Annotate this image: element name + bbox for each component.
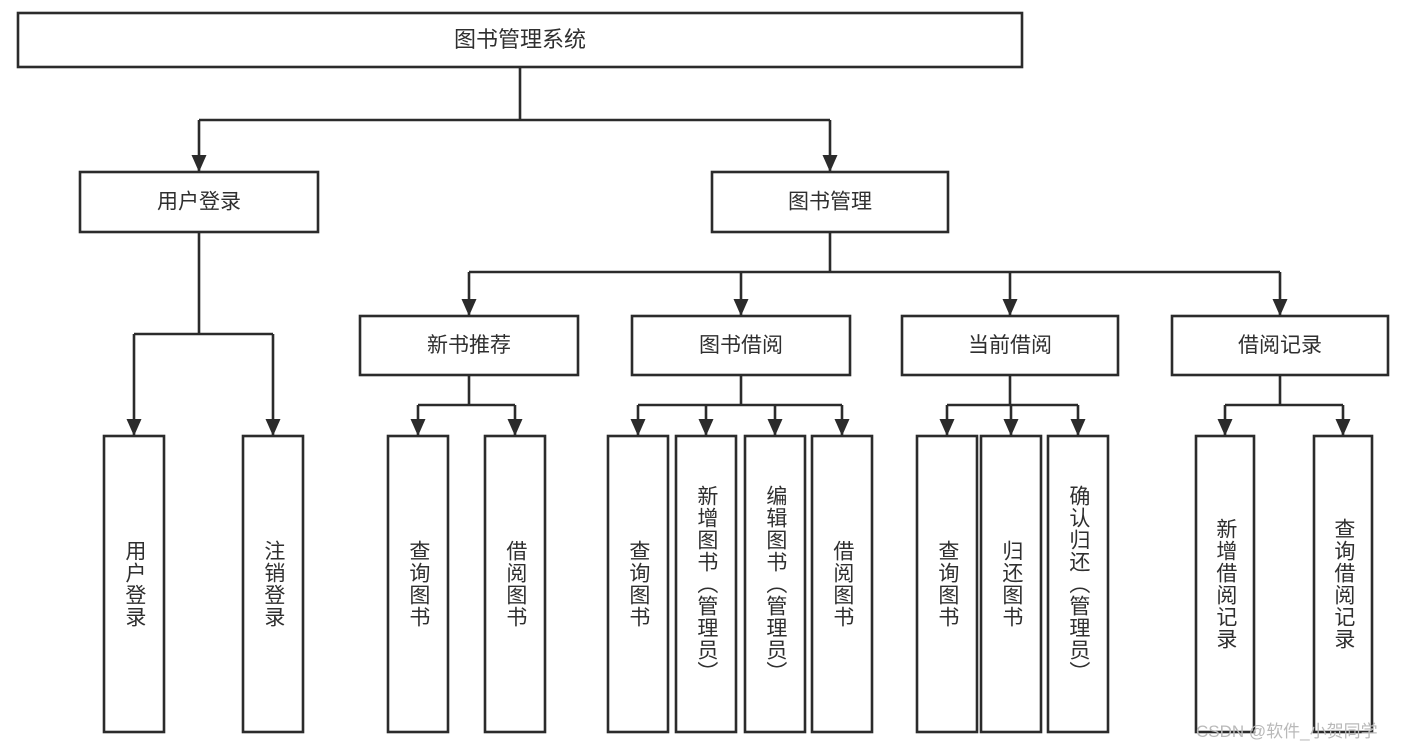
node-borrow-record-label: 借阅记录 — [1238, 334, 1322, 357]
node-user-login-label: 用户登录 — [157, 191, 241, 214]
node-new-book-recommend-label: 新书推荐 — [427, 334, 511, 357]
node-leaf-query-record-box[interactable] — [1312, 434, 1374, 734]
node-leaf-borrow-book-1-box[interactable] — [483, 434, 547, 734]
node-book-borrow-label: 图书借阅 — [699, 334, 783, 357]
arrow-head-icon — [1003, 419, 1019, 436]
node-leaf-user-login-box[interactable] — [102, 434, 166, 734]
arrow-head-icon — [1217, 419, 1233, 436]
node-root-label: 图书管理系统 — [454, 27, 586, 52]
node-leaf-return-book-box[interactable] — [979, 434, 1043, 734]
node-leaf-query-book-3-box[interactable] — [915, 434, 979, 734]
arrow-head-icon — [410, 419, 426, 436]
arrow-head-icon — [698, 419, 714, 436]
node-current-borrow-box[interactable] — [900, 314, 1120, 377]
arrow-head-icon — [1272, 299, 1288, 316]
csdn-watermark: CSDN @软件_小贺同学 — [1196, 722, 1378, 741]
arrow-head-icon — [126, 419, 142, 436]
arrow-head-icon — [939, 419, 955, 436]
node-new-book-recommend-box[interactable] — [358, 314, 580, 377]
arrow-head-icon — [461, 299, 477, 316]
node-leaf-add-record-box[interactable] — [1194, 434, 1256, 734]
node-book-manage-label: 图书管理 — [788, 191, 872, 214]
node-leaf-add-book-box[interactable] — [674, 434, 738, 734]
node-leaf-confirm-return-box[interactable] — [1046, 434, 1110, 734]
node-book-manage-box[interactable] — [710, 170, 950, 234]
arrow-head-icon — [630, 419, 646, 436]
node-leaf-edit-book-box[interactable] — [743, 434, 807, 734]
arrow-head-icon — [265, 419, 281, 436]
node-borrow-record-box[interactable] — [1170, 314, 1390, 377]
arrow-head-icon — [1002, 299, 1018, 316]
arrow-head-icon — [507, 419, 523, 436]
arrow-head-icon — [733, 299, 749, 316]
node-current-borrow-label: 当前借阅 — [968, 334, 1052, 357]
node-leaf-query-book-2-box[interactable] — [606, 434, 670, 734]
arrow-head-icon — [767, 419, 783, 436]
arrow-head-icon — [834, 419, 850, 436]
node-root-box[interactable] — [16, 11, 1024, 69]
arrow-head-icon — [191, 155, 207, 172]
arrow-head-icon — [1335, 419, 1351, 436]
node-leaf-borrow-book-2-box[interactable] — [810, 434, 874, 734]
node-leaf-query-book-1-box[interactable] — [386, 434, 450, 734]
arrow-head-icon — [1070, 419, 1086, 436]
node-book-borrow-box[interactable] — [630, 314, 852, 377]
node-user-login-box[interactable] — [78, 170, 320, 234]
node-leaf-logout-box[interactable] — [241, 434, 305, 734]
arrow-head-icon — [822, 155, 838, 172]
